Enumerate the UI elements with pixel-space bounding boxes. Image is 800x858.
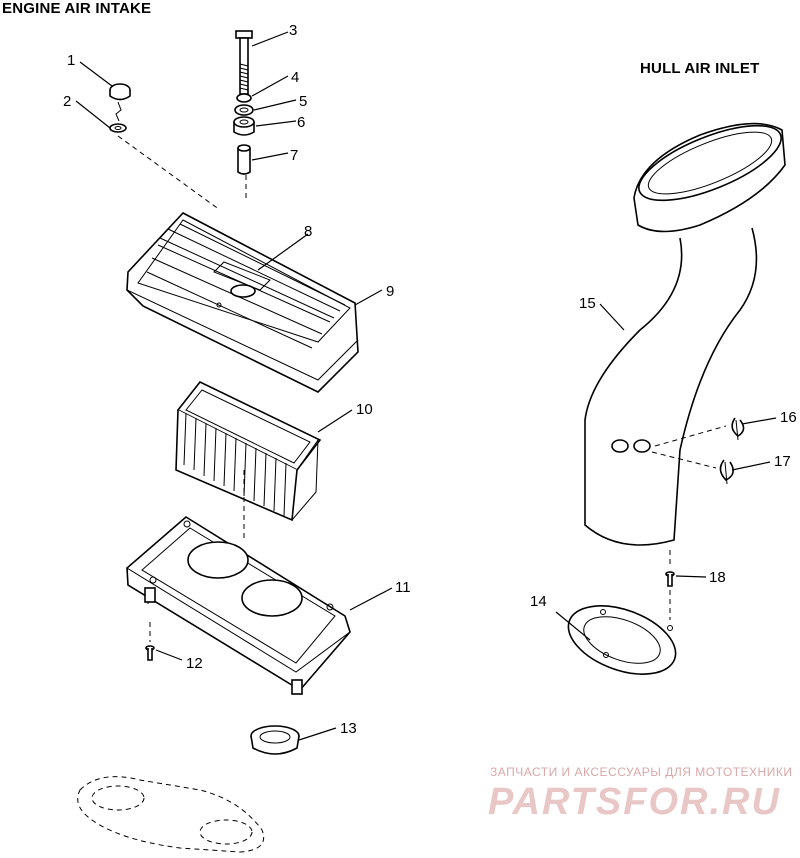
- part-6-spacer: [233, 116, 255, 136]
- gasket-outline: [77, 776, 265, 853]
- callout-4: 4: [291, 69, 299, 86]
- callout-10: 10: [356, 401, 373, 418]
- part-16-clamp: [654, 417, 745, 447]
- engine-air-intake-title: ENGINE AIR INTAKE: [2, 0, 152, 17]
- part-7-sleeve: [237, 144, 251, 175]
- callout-2: 2: [63, 93, 71, 110]
- hull-air-inlet-title: HULL AIR INLET: [640, 60, 760, 77]
- callout-1: 1: [67, 52, 75, 69]
- callout-13: 13: [340, 720, 357, 737]
- callout-7: 7: [290, 147, 298, 164]
- part-4-lock-washer: [236, 93, 252, 103]
- callout-15: 15: [579, 295, 596, 312]
- callout-12: 12: [186, 655, 203, 672]
- part-8-plate: [213, 261, 271, 291]
- callout-16: 16: [780, 409, 797, 426]
- part-13-grommet: [250, 725, 300, 755]
- callout-3: 3: [289, 22, 297, 39]
- part-12-screw: [145, 622, 155, 661]
- part-14-mounting-ring: [567, 605, 677, 675]
- part-10-filter: [175, 380, 322, 522]
- part-11-air-box-base: [126, 175, 351, 695]
- part-9-air-box-cover: [126, 212, 359, 393]
- callout-11: 11: [395, 579, 411, 596]
- callout-6: 6: [297, 114, 305, 131]
- leader-lines: [75, 31, 777, 741]
- part-1-cap: [109, 83, 131, 101]
- watermark-brand: PARTSFOR.RU: [488, 781, 781, 823]
- callout-9: 9: [386, 283, 394, 300]
- callout-17: 17: [774, 453, 791, 470]
- part-3-bolt: [235, 30, 253, 95]
- part-15-inlet-duct: [584, 122, 786, 546]
- callout-14: 14: [530, 593, 547, 610]
- part-17-clamp: [651, 451, 734, 485]
- watermark-tagline: ЗАПЧАСТИ И АКСЕССУАРЫ ДЛЯ МОТОТЕХНИКИ: [490, 765, 792, 779]
- callout-numbers: 1 2 3 4 5 6 7 8 9 10 11 12 13 14 15 16 1…: [63, 22, 797, 737]
- callout-8: 8: [304, 223, 312, 240]
- callout-18: 18: [709, 569, 726, 586]
- part-18-screw: [665, 550, 675, 620]
- part-2-washer: [109, 101, 221, 211]
- part-5-flat-washer: [234, 104, 254, 116]
- watermark: ЗАПЧАСТИ И АКСЕССУАРЫ ДЛЯ МОТОТЕХНИКИ PA…: [488, 765, 792, 823]
- callout-5: 5: [299, 93, 307, 110]
